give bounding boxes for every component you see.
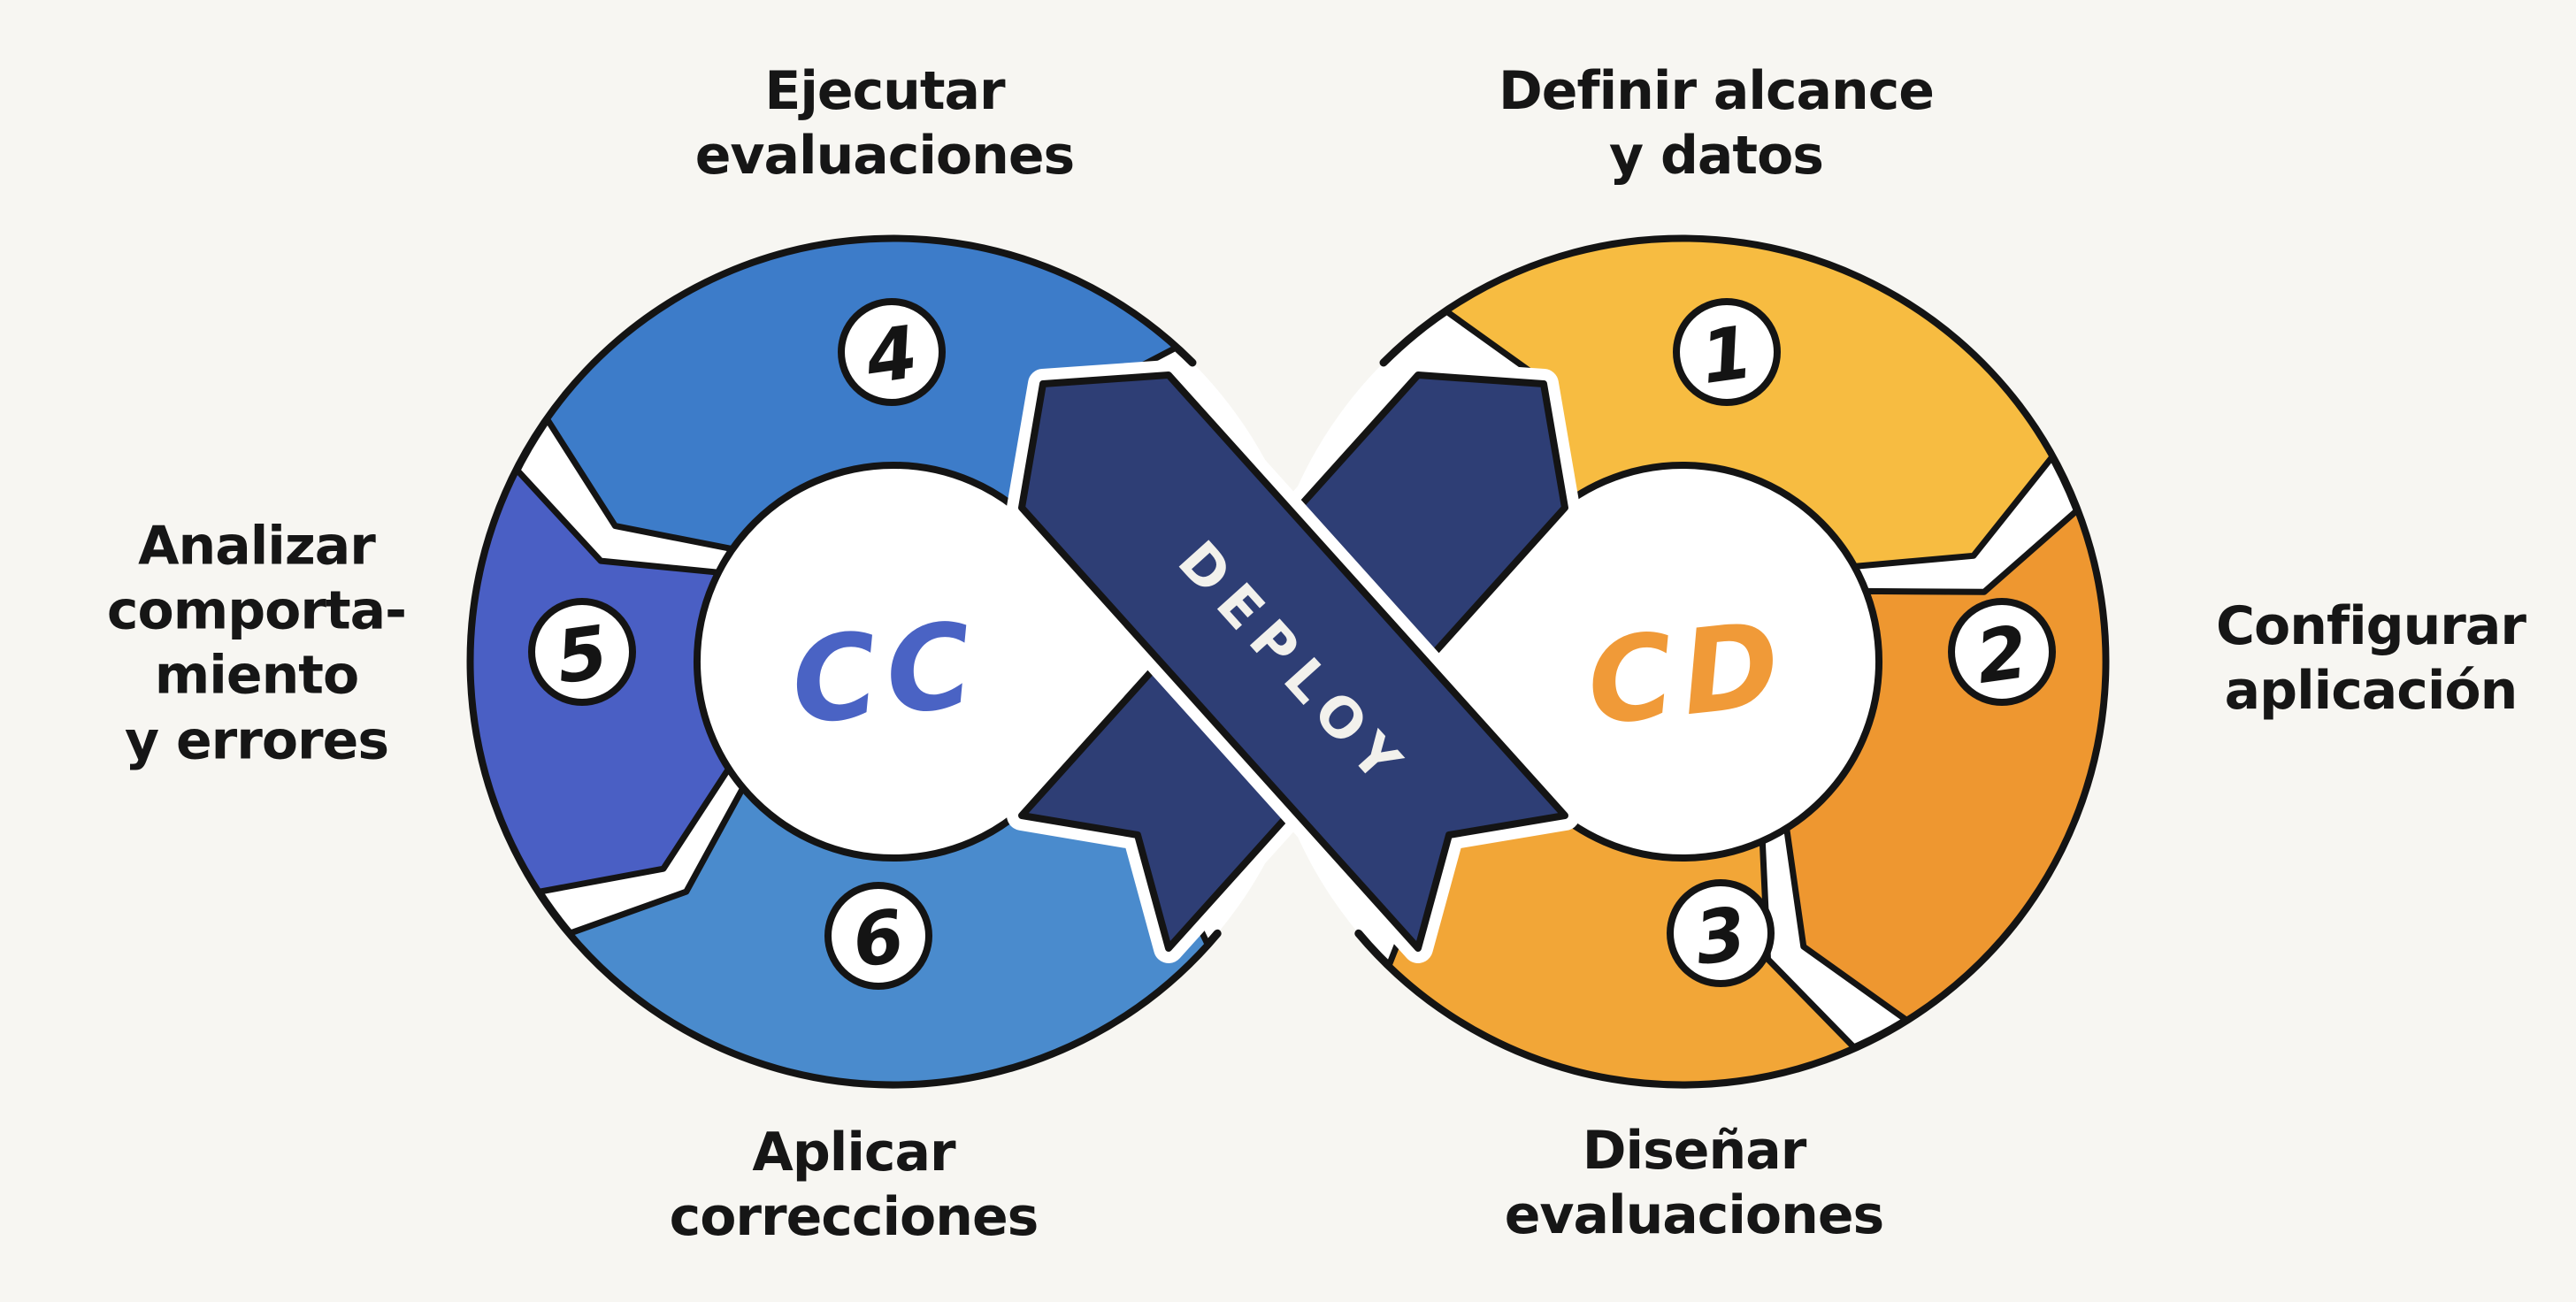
deploy-band xyxy=(1018,371,1568,952)
badge-step-5-number: 5 xyxy=(551,610,613,701)
badge-step-6-number: 6 xyxy=(847,894,909,984)
caption-analizar-comportamiento: Analizar comporta- miento y errores xyxy=(106,515,407,772)
badge-step-2: 2 xyxy=(1948,598,2056,706)
caption-aplicar-correcciones: Aplicar correcciones xyxy=(669,1121,1039,1248)
badge-step-4: 4 xyxy=(838,298,946,406)
badge-step-3-number: 3 xyxy=(1690,892,1752,982)
badge-step-4-number: 4 xyxy=(860,310,923,401)
badge-step-3: 3 xyxy=(1667,879,1775,987)
badge-step-1-number: 1 xyxy=(1696,310,1758,401)
cd-label: CD xyxy=(1581,596,1794,753)
cc-label: CC xyxy=(786,596,988,751)
badge-step-6: 6 xyxy=(824,882,932,990)
caption-definir-alcance: Definir alcance y datos xyxy=(1498,59,1935,187)
badge-step-5: 5 xyxy=(528,598,636,706)
badge-step-2-number: 2 xyxy=(1971,610,2033,701)
caption-configurar-aplicacion: Configurar aplicación xyxy=(2216,594,2526,722)
caption-disenar-evaluaciones: Diseñar evaluaciones xyxy=(1504,1119,1885,1246)
caption-ejecutar-evaluaciones: Ejecutar evaluaciones xyxy=(694,59,1076,187)
badge-step-1: 1 xyxy=(1673,298,1781,406)
